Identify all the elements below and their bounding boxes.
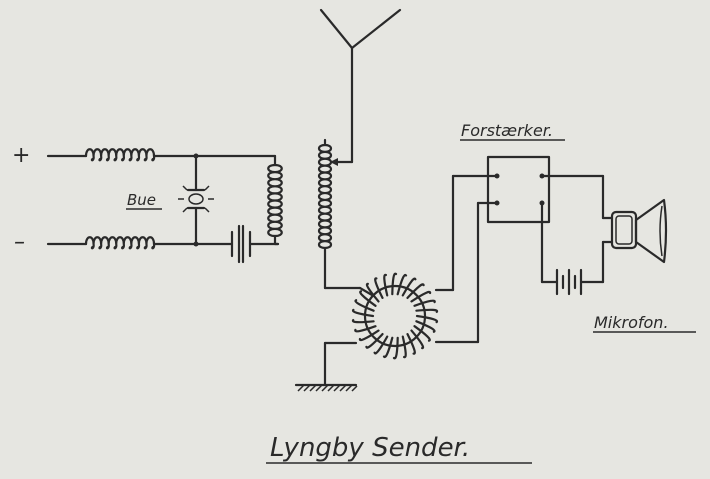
amplifier-box-icon [486, 155, 551, 224]
minus-terminal: – [14, 230, 25, 255]
amplifier-input-wires [451, 174, 499, 344]
arc-circuit-inductor-icon [267, 154, 283, 246]
plus-terminal: + [12, 143, 30, 168]
bottom-choke-inductor-icon [46, 236, 234, 250]
microphone-label: Mikrofon. [594, 313, 669, 332]
ground-icon [294, 341, 358, 392]
antenna-icon [319, 8, 402, 164]
arc-label: Bue [127, 191, 156, 209]
top-choke-inductor-icon [46, 148, 277, 162]
battery-icon [555, 268, 583, 296]
capacitor-icon [230, 224, 280, 264]
microphone-horn-icon [610, 198, 668, 264]
arc-lamp-icon [178, 153, 214, 247]
diagram-title: Lyngby Sender. [270, 433, 470, 463]
minus-label: – [14, 230, 25, 255]
amplifier-label: Forstærker. [461, 121, 553, 140]
plus-label: + [12, 143, 30, 168]
amplifier-output-wires [540, 174, 614, 284]
antenna-tuning-inductor-icon [317, 138, 362, 290]
toroid-coil-icon [323, 272, 480, 360]
